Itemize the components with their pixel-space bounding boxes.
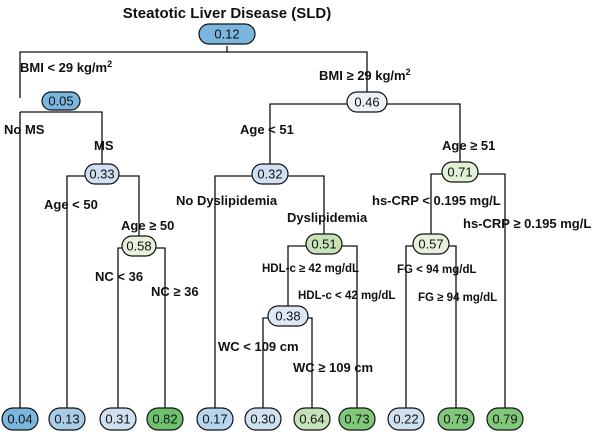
label-nc-ge: NC ≥ 36 <box>151 284 199 299</box>
node-n1 <box>41 91 81 111</box>
edge-n2-n6 <box>367 103 461 162</box>
label-no-dyslipidemia: No Dyslipidemia <box>176 193 278 208</box>
node-n9 <box>267 305 309 327</box>
leaf-4 <box>146 407 184 431</box>
leaf-6 <box>244 407 282 431</box>
label-fg-lt: FG < 94 mg/dL <box>397 264 477 276</box>
edge-root-n2 <box>227 51 368 92</box>
node-n8 <box>412 233 450 255</box>
leaf-2-value: 0.13 <box>54 412 79 427</box>
label-no-ms: No MS <box>4 122 45 137</box>
node-n4-value: 0.58 <box>126 239 151 254</box>
label-crp-lt: hs-CRP < 0.195 mg/L <box>372 193 501 208</box>
label-wc-ge: WC ≥ 109 cm <box>293 360 373 375</box>
label-bmi-ge: BMI ≥ 29 kg/m2 <box>319 67 411 83</box>
edge-n5-n7 <box>270 175 325 236</box>
node-n2 <box>346 91 388 113</box>
leaf-10 <box>437 407 475 431</box>
node-n2-value: 0.46 <box>354 95 379 110</box>
node-n9-value: 0.38 <box>275 309 300 324</box>
label-ms: MS <box>94 138 114 153</box>
tree-internal-nodes: 0.12 0.05 0.46 0.33 0.58 0.32 0.71 0.51 … <box>41 23 479 327</box>
leaf-5 <box>196 407 234 431</box>
label-wc-lt: WC < 109 cm <box>218 339 299 354</box>
leaf-3 <box>99 407 137 431</box>
leaf-6-value: 0.30 <box>250 412 275 427</box>
edge-root-n1 <box>19 46 228 98</box>
label-nc-lt: NC < 36 <box>95 269 143 284</box>
node-n7 <box>305 233 343 255</box>
label-dyslipidemia: Dyslipidemia <box>287 210 368 225</box>
label-fg-ge: FG ≥ 94 mg/dL <box>418 292 497 304</box>
leaf-7-value: 0.64 <box>299 412 324 427</box>
edge-n9-leaf6 <box>262 317 288 408</box>
tree-leaf-nodes: 0.04 0.13 0.31 0.82 0.17 0.30 0.64 0.73 … <box>1 407 524 431</box>
tree-split-labels: BMI < 29 kg/m2 BMI ≥ 29 kg/m2 No MS MS A… <box>4 59 591 375</box>
edge-n6-leaf11 <box>460 173 506 408</box>
leaf-8 <box>338 407 376 431</box>
leaf-1-value: 0.04 <box>7 412 32 427</box>
leaf-9 <box>387 407 425 431</box>
node-root <box>198 23 256 45</box>
label-age-lt51: Age < 51 <box>240 122 294 137</box>
node-n6 <box>441 161 479 183</box>
node-n1-value: 0.05 <box>48 94 73 109</box>
leaf-10-value: 0.79 <box>443 412 468 427</box>
label-crp-ge: hs-CRP ≥ 0.195 mg/L <box>463 216 591 231</box>
node-n4 <box>121 235 157 257</box>
leaf-4-value: 0.82 <box>152 412 177 427</box>
label-age-lt50: Age < 50 <box>44 197 98 212</box>
leaf-11 <box>486 407 524 431</box>
label-age-ge51: Age ≥ 51 <box>442 138 495 153</box>
node-n3 <box>84 163 120 185</box>
label-hdl-ge: HDL-c ≥ 42 mg/dL <box>262 263 359 275</box>
node-n5-value: 0.32 <box>257 167 282 182</box>
leaf-7 <box>293 407 331 431</box>
node-n8-value: 0.57 <box>418 237 443 252</box>
node-n3-value: 0.33 <box>89 167 114 182</box>
leaf-11-value: 0.79 <box>492 412 517 427</box>
label-hdl-lt: HDL-c < 42 mg/dL <box>298 290 395 302</box>
leaf-2 <box>48 407 86 431</box>
node-n5 <box>251 163 289 185</box>
node-n7-value: 0.51 <box>311 237 336 252</box>
edge-n5-leaf5 <box>214 175 270 408</box>
leaf-9-value: 0.22 <box>393 412 418 427</box>
edge-n1-ms <box>20 111 103 158</box>
leaf-1 <box>1 407 39 431</box>
node-root-value: 0.12 <box>214 27 239 42</box>
leaf-3-value: 0.31 <box>105 412 130 427</box>
leaf-5-value: 0.17 <box>202 412 227 427</box>
label-bmi-lt: BMI < 29 kg/m2 <box>20 59 112 75</box>
label-age-ge50: Age ≥ 50 <box>121 218 174 233</box>
edge-n2-n5 <box>269 103 367 164</box>
node-n6-value: 0.71 <box>447 165 472 180</box>
leaf-8-value: 0.73 <box>344 412 369 427</box>
diagram-title: Steatotic Liver Disease (SLD) <box>123 5 331 22</box>
